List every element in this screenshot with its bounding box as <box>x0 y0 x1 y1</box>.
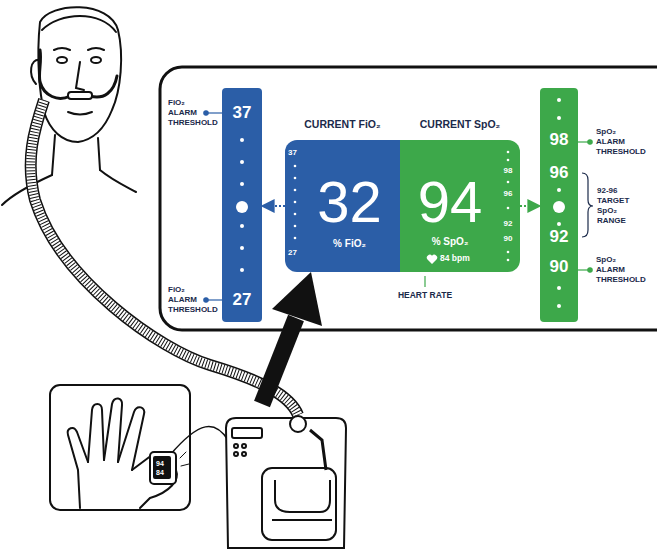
node-text: CURRENT FiO₂ <box>285 118 400 130</box>
flow-device <box>226 416 346 548</box>
node-text: % SpO₂ <box>400 236 500 248</box>
node-text: CURRENT SpO₂ <box>400 118 520 130</box>
node-text: 92 <box>499 219 517 228</box>
node-text: 96 <box>540 163 578 183</box>
oximeter-reading: 94 <box>156 459 168 469</box>
display-panel <box>160 67 657 330</box>
threshold-label: SpO₂ ALARM THRESHOLD <box>596 255 636 285</box>
callout-label: HEART RATE <box>385 290 465 300</box>
node-text: 37 <box>288 148 304 157</box>
dotted-connector <box>262 205 285 207</box>
node-text: 27 <box>222 290 262 310</box>
threshold-label: FiO₂ ALARM THRESHOLD <box>168 98 204 128</box>
spo2-scale-bar: 98 96 92 90 <box>540 88 578 322</box>
dotted-connector <box>520 205 540 207</box>
leader-lines <box>204 111 222 302</box>
node-text: 32 <box>299 173 400 231</box>
node-text: 92 <box>540 227 578 247</box>
node-text: 37 <box>222 103 262 123</box>
current-spo2-box: CURRENT SpO₂94% SpO₂84 bpm98969290 <box>400 140 520 272</box>
node-text: 84 bpm <box>440 254 490 264</box>
hand-inset <box>50 385 228 510</box>
heart-rate-leader <box>424 276 425 287</box>
fio2-scale-bar: 37 27 <box>222 88 262 322</box>
patient-figure <box>2 7 136 205</box>
current-fio2-box: CURRENT FiO₂32% FiO₂3727 <box>285 140 400 272</box>
node-text: % FiO₂ <box>299 238 400 250</box>
node-text: 94 <box>400 173 500 231</box>
scale-marks <box>540 88 578 322</box>
range-bracket <box>582 173 593 237</box>
node-text: 27 <box>288 248 304 257</box>
scale-marks <box>222 88 262 322</box>
node-text: 98 <box>540 130 578 150</box>
node-text: 90 <box>540 257 578 277</box>
threshold-label: FiO₂ ALARM THRESHOLD <box>168 285 204 315</box>
node-text: 96 <box>499 189 517 198</box>
leader-lines <box>578 140 592 272</box>
flow-arrow <box>262 272 322 404</box>
threshold-label: SpO₂ ALARM THRESHOLD <box>596 127 636 157</box>
oximeter-reading: 84 <box>156 468 168 478</box>
node-text: 90 <box>499 234 517 243</box>
node-text: 98 <box>499 166 517 175</box>
range-label: 92-96 TARGET SpO₂ RANGE <box>597 186 637 226</box>
